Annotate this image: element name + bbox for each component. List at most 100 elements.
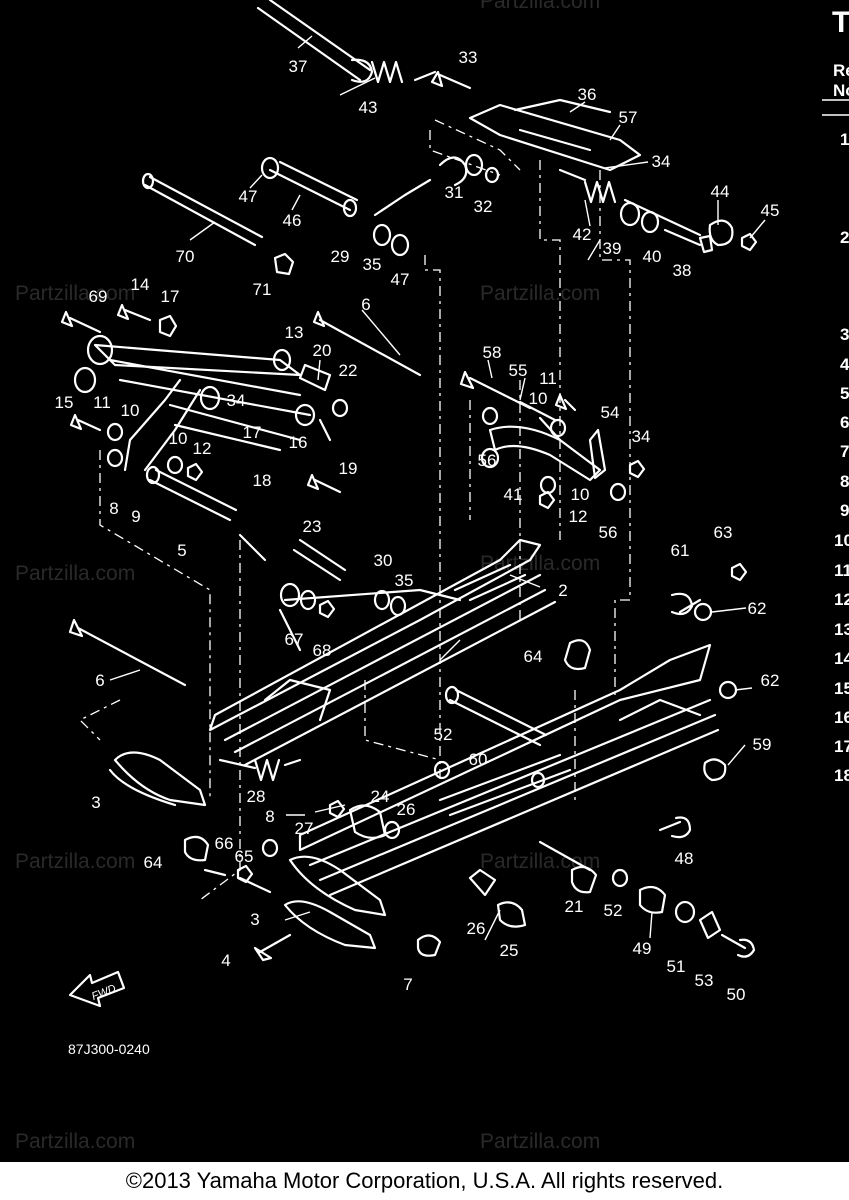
collar-35: [372, 223, 392, 247]
block-64b: [183, 835, 210, 862]
shaft-18: [168, 403, 302, 452]
callout: 41: [504, 485, 523, 504]
collar-56a: [480, 447, 500, 469]
nut-27: [328, 799, 346, 819]
callout: 47: [391, 270, 410, 289]
nut-59: [703, 758, 727, 782]
ref-row: 18: [834, 766, 849, 785]
callout: 51: [667, 957, 686, 976]
callout: 58: [483, 343, 502, 362]
callout: 47: [239, 187, 258, 206]
bracket-20: [298, 363, 332, 392]
ref-row: 2: [840, 228, 849, 247]
reference-table-rows: 1 2 3 4 5 6 7 8 9 10 11 12 13 14 15 16 1…: [834, 130, 849, 785]
bolt-6-lower: [68, 618, 187, 687]
nut-63: [730, 562, 748, 582]
no-header: No: [833, 81, 849, 100]
slide-rail-2: [208, 538, 542, 732]
callout: 71: [253, 280, 272, 299]
callout: 3: [250, 910, 259, 929]
callout: 48: [675, 849, 694, 868]
callout: 42: [573, 225, 592, 244]
nut-45: [740, 232, 758, 252]
bracket-36-detail: [513, 98, 612, 152]
ref-row: 1: [840, 130, 849, 149]
callout: 24: [371, 787, 390, 806]
slide-rail-2-lines: [223, 573, 557, 767]
callout: 4: [221, 951, 230, 970]
watermark-layer: Partzilla.com Partzilla.com Partzilla.co…: [15, 0, 600, 1153]
spring-42: [583, 180, 617, 204]
collar-34: [199, 385, 221, 411]
washer-22: [331, 398, 349, 418]
callout: 31: [445, 183, 464, 202]
cap-7: [416, 934, 442, 957]
spring-28-leader: [218, 758, 302, 770]
rod-23: [238, 533, 347, 582]
callout: 50: [727, 985, 746, 1004]
ref-row: 5: [840, 384, 849, 403]
callout: 64: [144, 853, 163, 872]
callout: 34: [227, 391, 246, 410]
shaft-70: [143, 175, 264, 247]
arm-boss: [73, 366, 97, 394]
shaft-70-end: [141, 172, 155, 190]
assembly-guides: [78, 119, 631, 901]
bolt-14: [116, 303, 152, 322]
arm-41: [488, 425, 602, 482]
callout: 22: [339, 361, 358, 380]
watermark: Partzilla.com: [480, 552, 600, 575]
washer-8: [106, 448, 124, 468]
bolt-6: [312, 310, 422, 377]
callout: 61: [671, 541, 690, 560]
rail-bracket: [263, 678, 332, 722]
collar-39: [619, 201, 641, 227]
collar-67: [279, 582, 301, 608]
callout: 10: [121, 401, 140, 420]
callout: 67: [285, 630, 304, 649]
rod-37: [256, 0, 372, 82]
ref-row: 7: [840, 442, 849, 461]
watermark: Partzilla.com: [15, 1130, 135, 1153]
runner-3: [113, 751, 207, 807]
callout: 11: [539, 369, 557, 388]
washer-10r2: [539, 475, 557, 495]
callout: 52: [604, 901, 623, 920]
drawing-code: 87J300-0240: [68, 1041, 150, 1057]
callout: 32: [474, 197, 493, 216]
callout: 62: [761, 671, 780, 690]
guide-line: [599, 170, 631, 700]
bolt-33: [430, 70, 472, 90]
part-callouts: 37 43 33 36 57 34 31 32 47 46 29 35 47 4…: [55, 48, 780, 1004]
nut-68: [318, 599, 336, 619]
spring-28: [253, 758, 281, 782]
bracket-36: [468, 103, 642, 172]
guide-line: [429, 130, 501, 176]
rail-grooves: [453, 563, 527, 602]
callout: 26: [467, 919, 486, 938]
ref-row: 15: [834, 679, 849, 698]
callout: 8: [109, 499, 118, 518]
callout: 2: [558, 581, 567, 600]
guide-line: [424, 255, 441, 780]
collar-25: [496, 901, 527, 928]
runner-3c: [283, 900, 377, 950]
shaft-5: [148, 468, 238, 522]
washer-56: [481, 406, 499, 426]
arm-upper: [93, 343, 302, 377]
callout: 3: [91, 793, 100, 812]
callout: 37: [289, 57, 308, 76]
rail-bracket-right: [618, 698, 702, 722]
callout: 64: [524, 647, 543, 666]
parts-layer: [60, 0, 758, 962]
callout: 11: [93, 393, 111, 412]
callout: 13: [285, 323, 304, 342]
spring-43: [370, 60, 404, 84]
forward-direction-arrow: FWD: [68, 970, 126, 1008]
nut-65: [236, 864, 254, 884]
nut-17: [158, 314, 178, 338]
arm-rails: [108, 358, 312, 417]
callout: 56: [599, 523, 618, 542]
callout: 39: [603, 239, 622, 258]
ref-row: 13: [834, 620, 849, 639]
